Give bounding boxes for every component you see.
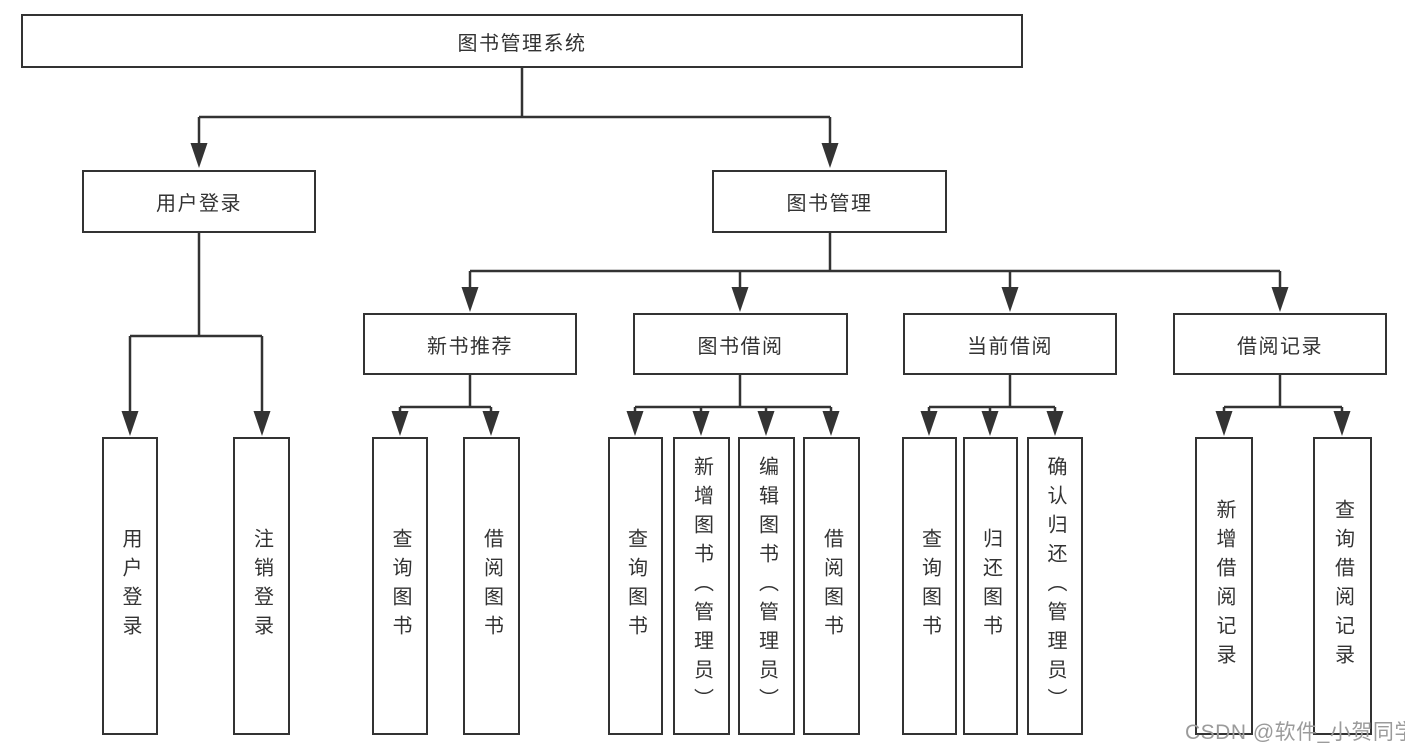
node-root-label: 图书管理系统 bbox=[457, 32, 587, 55]
leaf-add-borrow-record-label: 新增借阅记录 bbox=[1213, 499, 1235, 673]
leaf-borrow-books-recommend-label: 借阅图书 bbox=[480, 528, 503, 644]
leaf-add-book-admin: 新增图书（管理员） bbox=[673, 437, 730, 735]
leaf-query-borrow-record: 查询借阅记录 bbox=[1313, 437, 1372, 735]
leaf-query-books-borrowing-label: 查询图书 bbox=[624, 528, 647, 644]
leaf-add-borrow-record: 新增借阅记录 bbox=[1195, 437, 1253, 735]
node-new-book-recommend-label: 新书推荐 bbox=[427, 335, 513, 358]
leaf-logout-label: 注销登录 bbox=[250, 528, 273, 644]
leaf-borrow-books-borrowing: 借阅图书 bbox=[803, 437, 860, 735]
leaf-return-book-label: 归还图书 bbox=[979, 528, 1002, 644]
leaf-logout: 注销登录 bbox=[233, 437, 290, 735]
node-book-management-label: 图书管理 bbox=[786, 193, 873, 215]
watermark: CSDN @软件_小贺同学 bbox=[1185, 721, 1405, 744]
leaf-user-login: 用户登录 bbox=[102, 437, 158, 735]
leaf-add-book-admin-label: 新增图书（管理员） bbox=[690, 455, 713, 717]
leaf-query-books-recommend: 查询图书 bbox=[372, 437, 428, 735]
node-book-management: 图书管理 bbox=[712, 170, 947, 233]
leaf-confirm-return-admin-label: 确认归还（管理员） bbox=[1044, 455, 1066, 717]
leaf-query-books-current: 查询图书 bbox=[902, 437, 957, 735]
node-user-login: 用户登录 bbox=[82, 170, 316, 233]
leaf-edit-book-admin-label: 编辑图书（管理员） bbox=[755, 455, 778, 717]
node-user-login-label: 用户登录 bbox=[156, 193, 242, 215]
leaf-query-borrow-record-label: 查询借阅记录 bbox=[1331, 499, 1354, 673]
leaf-borrow-books-recommend: 借阅图书 bbox=[463, 437, 520, 735]
leaf-user-login-label: 用户登录 bbox=[119, 528, 141, 644]
leaf-confirm-return-admin: 确认归还（管理员） bbox=[1027, 437, 1083, 735]
node-book-borrowing-label: 图书借阅 bbox=[697, 335, 784, 358]
leaf-query-books-current-label: 查询图书 bbox=[918, 528, 941, 644]
node-root: 图书管理系统 bbox=[21, 14, 1023, 68]
leaf-borrow-books-borrowing-label: 借阅图书 bbox=[820, 528, 843, 644]
leaf-query-books-recommend-label: 查询图书 bbox=[389, 528, 411, 644]
leaf-return-book: 归还图书 bbox=[963, 437, 1018, 735]
node-borrow-records-label: 借阅记录 bbox=[1237, 335, 1323, 358]
node-current-borrowing: 当前借阅 bbox=[903, 313, 1117, 375]
leaf-query-books-borrowing: 查询图书 bbox=[608, 437, 663, 735]
node-book-borrowing: 图书借阅 bbox=[633, 313, 848, 375]
node-borrow-records: 借阅记录 bbox=[1173, 313, 1387, 375]
node-current-borrowing-label: 当前借阅 bbox=[967, 335, 1053, 358]
leaf-edit-book-admin: 编辑图书（管理员） bbox=[738, 437, 795, 735]
node-new-book-recommend: 新书推荐 bbox=[363, 313, 577, 375]
